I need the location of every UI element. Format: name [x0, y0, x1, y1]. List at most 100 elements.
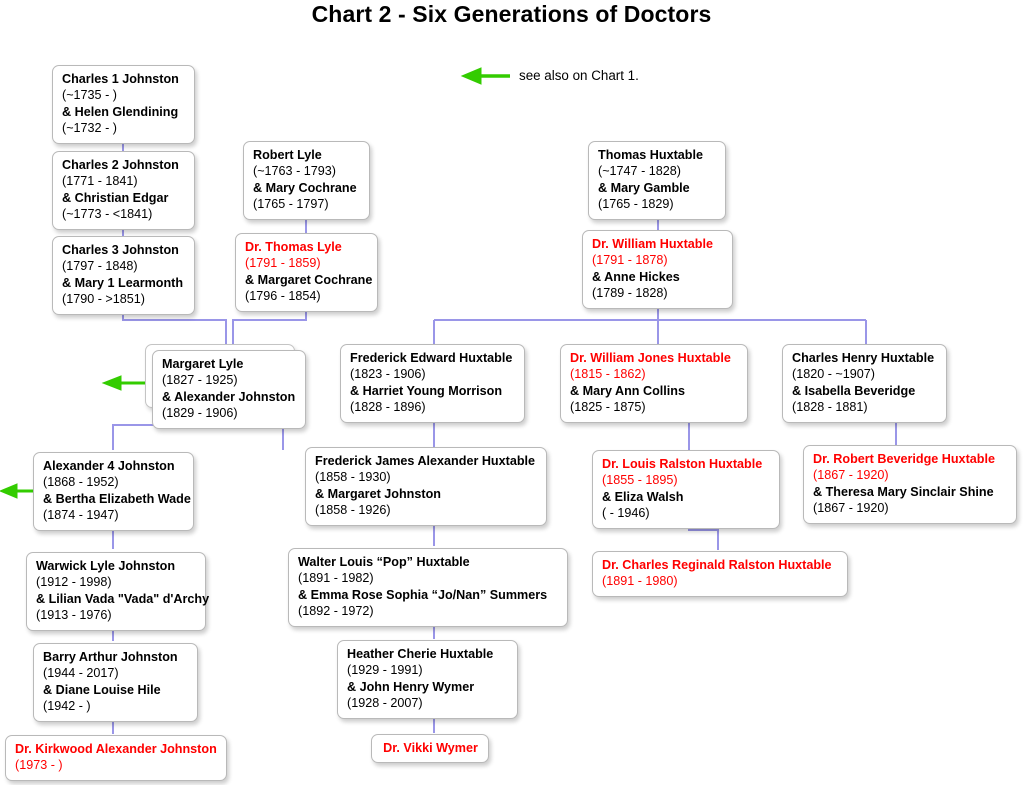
node-margaret-lyle[interactable]: Margaret Lyle (1827 - 1925) & Alexander …: [152, 350, 306, 429]
person-dates: (1891 - 1980): [602, 574, 678, 589]
person-dates: (1823 - 1906): [350, 367, 426, 382]
spouse-name: & Emma Rose Sophia “Jo/Nan” Summers: [298, 587, 548, 602]
person-name: Charles 1 Johnston: [62, 72, 179, 86]
spouse-dates: (1825 - 1875): [570, 400, 646, 415]
node-dr-robert-beveridge-huxtable[interactable]: Dr. Robert Beveridge Huxtable (1867 - 19…: [803, 445, 1017, 524]
spouse-name: & Lilian Vada "Vada" d'Archy: [36, 591, 210, 606]
spouse-dates: (~1732 - ): [62, 121, 117, 136]
spouse-name: & Harriet Young Morrison: [350, 383, 503, 398]
person-name: Barry Arthur Johnston: [43, 650, 178, 664]
person-name: Frederick Edward Huxtable: [350, 351, 513, 365]
person-name: Walter Louis “Pop” Huxtable: [298, 555, 470, 569]
person-name: Dr. Kirkwood Alexander Johnston: [15, 742, 217, 756]
person-dates: (1858 - 1930): [315, 470, 391, 485]
person-dates: (1944 - 2017): [43, 666, 119, 681]
spouse-dates: (1892 - 1972): [298, 604, 374, 619]
node-alexander-4-johnston[interactable]: Alexander 4 Johnston (1868 - 1952) & Ber…: [33, 452, 194, 531]
node-frederick-edward-huxtable[interactable]: Frederick Edward Huxtable (1823 - 1906) …: [340, 344, 525, 423]
node-dr-vikki-wymer[interactable]: Dr. Vikki Wymer: [371, 734, 489, 764]
person-name: Dr. Vikki Wymer: [383, 741, 478, 755]
person-dates: (~1735 - ): [62, 88, 117, 103]
spouse-dates: (1828 - 1896): [350, 400, 426, 415]
person-dates: (1827 - 1925): [162, 373, 238, 388]
node-dr-william-huxtable[interactable]: Dr. William Huxtable (1791 - 1878) & Ann…: [582, 230, 733, 309]
person-name: Frederick James Alexander Huxtable: [315, 454, 536, 468]
spouse-dates: (1913 - 1976): [36, 608, 112, 623]
person-name: Charles 3 Johnston: [62, 243, 179, 257]
spouse-dates: (1765 - 1829): [598, 197, 674, 212]
node-robert-lyle[interactable]: Robert Lyle (~1763 - 1793) & Mary Cochra…: [243, 141, 370, 220]
spouse-dates: (1789 - 1828): [592, 286, 668, 301]
node-charles-henry-huxtable[interactable]: Charles Henry Huxtable (1820 - ~1907) & …: [782, 344, 947, 423]
spouse-dates: (1867 - 1920): [813, 501, 889, 516]
node-walter-louis-pop-huxtable[interactable]: Walter Louis “Pop” Huxtable (1891 - 1982…: [288, 548, 568, 627]
person-dates: (1929 - 1991): [347, 663, 423, 678]
person-name: Dr. William Jones Huxtable: [570, 351, 731, 365]
person-dates: (1867 - 1920): [813, 468, 889, 483]
person-name: Heather Cherie Huxtable: [347, 647, 494, 661]
spouse-name: & Mary Ann Collins: [570, 383, 685, 398]
node-frederick-james-alexander-huxtable[interactable]: Frederick James Alexander Huxtable (1858…: [305, 447, 547, 526]
person-name: Margaret Lyle: [162, 357, 244, 371]
person-name: Dr. Louis Ralston Huxtable: [602, 457, 763, 471]
spouse-dates: (1829 - 1906): [162, 406, 238, 421]
node-dr-thomas-lyle[interactable]: Dr. Thomas Lyle (1791 - 1859) & Margaret…: [235, 233, 378, 312]
spouse-name: & Christian Edgar: [62, 190, 169, 205]
spouse-name: & Anne Hickes: [592, 269, 680, 284]
page-title: Chart 2 - Six Generations of Doctors: [311, 1, 712, 27]
node-charles-1-johnston[interactable]: Charles 1 Johnston (~1735 - ) & Helen Gl…: [52, 65, 195, 144]
spouse-dates: (1874 - 1947): [43, 508, 119, 523]
node-heather-cherie-huxtable[interactable]: Heather Cherie Huxtable (1929 - 1991) & …: [337, 640, 518, 719]
person-name: Warwick Lyle Johnston: [36, 559, 176, 573]
person-name: Alexander 4 Johnston: [43, 459, 175, 473]
person-dates: (1815 - 1862): [570, 367, 646, 382]
node-charles-2-johnston[interactable]: Charles 2 Johnston (1771 - 1841) & Chris…: [52, 151, 195, 230]
node-barry-arthur-johnston[interactable]: Barry Arthur Johnston (1944 - 2017) & Di…: [33, 643, 198, 722]
spouse-name: & Mary Gamble: [598, 180, 690, 195]
node-warwick-lyle-johnston[interactable]: Warwick Lyle Johnston (1912 - 1998) & Li…: [26, 552, 210, 631]
person-name: Thomas Huxtable: [598, 148, 703, 162]
person-name: Charles Henry Huxtable: [792, 351, 935, 365]
person-name: Dr. Thomas Lyle: [245, 240, 342, 254]
person-name: Robert Lyle: [253, 148, 322, 162]
node-charles-3-johnston[interactable]: Charles 3 Johnston (1797 - 1848) & Mary …: [52, 236, 195, 315]
spouse-dates: (1928 - 2007): [347, 696, 423, 711]
person-dates: (1791 - 1878): [592, 253, 668, 268]
spouse-dates: (1828 - 1881): [792, 400, 868, 415]
person-dates: (~1763 - 1793): [253, 164, 336, 179]
spouse-dates: (1858 - 1926): [315, 503, 391, 518]
node-thomas-huxtable[interactable]: Thomas Huxtable (~1747 - 1828) & Mary Ga…: [588, 141, 726, 220]
spouse-name: & Bertha Elizabeth Wade: [43, 491, 191, 506]
person-dates: (1891 - 1982): [298, 571, 374, 586]
spouse-name: & Margaret Cochrane: [245, 272, 373, 287]
spouse-dates: (1796 - 1854): [245, 289, 321, 304]
person-dates: (1797 - 1848): [62, 259, 138, 274]
node-dr-william-jones-huxtable[interactable]: Dr. William Jones Huxtable (1815 - 1862)…: [560, 344, 748, 423]
spouse-name: & Isabella Beveridge: [792, 383, 916, 398]
person-dates: (~1747 - 1828): [598, 164, 681, 179]
spouse-dates: (1790 - >1851): [62, 292, 145, 307]
node-dr-kirkwood-alexander-johnston[interactable]: Dr. Kirkwood Alexander Johnston (1973 - …: [5, 735, 227, 781]
person-dates: (1973 - ): [15, 758, 63, 773]
person-dates: (1791 - 1859): [245, 256, 321, 271]
node-dr-charles-reginald-ralston-huxtable[interactable]: Dr. Charles Reginald Ralston Huxtable (1…: [592, 551, 848, 597]
person-dates: (1868 - 1952): [43, 475, 119, 490]
spouse-name: & Helen Glendining: [62, 104, 179, 119]
legend-label: see also on Chart 1.: [519, 68, 639, 83]
person-name: Dr. William Huxtable: [592, 237, 713, 251]
person-dates: (1855 - 1895): [602, 473, 678, 488]
spouse-dates: (~1773 - <1841): [62, 207, 153, 222]
legend-left-arrow-icon: [460, 67, 510, 85]
spouse-dates: (1765 - 1797): [253, 197, 329, 212]
person-dates: (1771 - 1841): [62, 174, 138, 189]
spouse-name: & Theresa Mary Sinclair Shine: [813, 484, 994, 499]
spouse-name: & Mary Cochrane: [253, 180, 357, 195]
person-dates: (1820 - ~1907): [792, 367, 875, 382]
spouse-name: & Diane Louise Hile: [43, 682, 161, 697]
spouse-dates: ( - 1946): [602, 506, 650, 521]
spouse-name: & Eliza Walsh: [602, 489, 684, 504]
node-dr-louis-ralston-huxtable[interactable]: Dr. Louis Ralston Huxtable (1855 - 1895)…: [592, 450, 780, 529]
person-name: Dr. Charles Reginald Ralston Huxtable: [602, 558, 832, 572]
person-name: Charles 2 Johnston: [62, 158, 179, 172]
